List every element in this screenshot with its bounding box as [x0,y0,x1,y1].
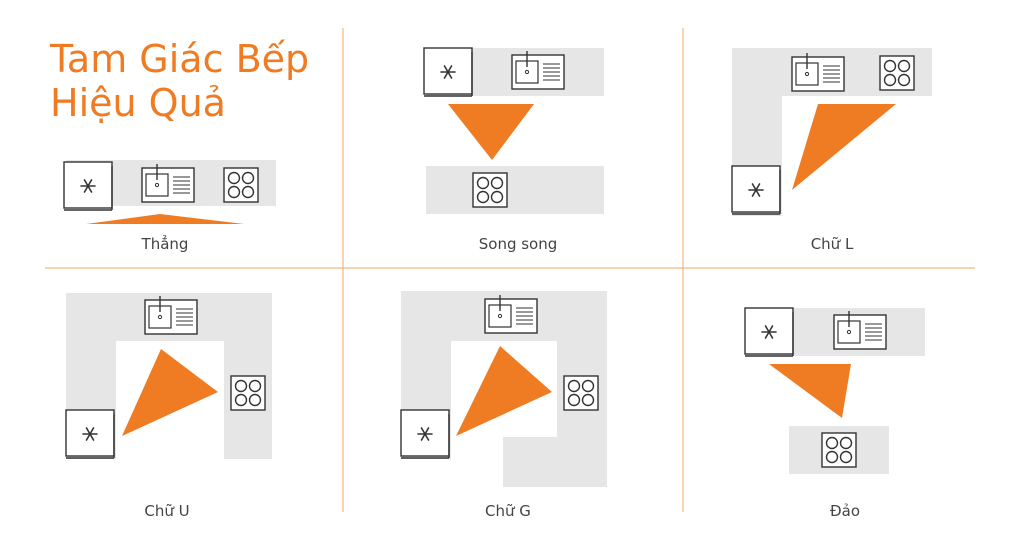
layout-l-shape [731,48,932,216]
fridge-icon [731,165,781,215]
sink-icon [791,52,845,92]
fridge-icon [423,47,473,97]
stove-icon [223,167,259,203]
stove-icon [563,375,599,411]
layout-g-shape [400,291,607,487]
caption-g-shape: Chữ G [485,502,531,520]
layout-straight [63,160,276,224]
fridge-icon [65,409,115,459]
caption-l-shape: Chữ L [810,235,854,253]
work-triangle [769,364,851,418]
page-title-line-1: Tam Giác Bếp [50,37,310,81]
stove-icon [879,55,915,91]
work-triangle [792,104,896,190]
counter [426,166,604,214]
caption-u-shape: Chữ U [144,502,190,520]
work-triangle [456,346,552,436]
layout-u-shape [65,293,272,459]
caption-straight: Thẳng [141,235,189,253]
work-triangle [122,349,218,436]
caption-parallel: Song song [478,235,558,253]
page-title-line-2: Hiệu Quả [50,81,226,125]
sink-icon [141,163,195,203]
fridge-icon [63,161,113,211]
sink-icon [144,295,198,335]
fridge-icon [400,409,450,459]
sink-icon [833,310,887,350]
counter [503,437,607,487]
fridge-icon [744,307,794,357]
work-triangle [448,104,534,160]
caption-island: Đảo [830,502,860,520]
sink-icon [484,294,538,334]
stove-icon [230,375,266,411]
sink-icon [511,50,565,90]
stove-icon [472,172,508,208]
work-triangle [86,214,244,224]
layout-parallel [423,47,604,214]
grid-dividers [45,28,975,512]
stove-icon [821,432,857,468]
layout-island [744,307,925,474]
